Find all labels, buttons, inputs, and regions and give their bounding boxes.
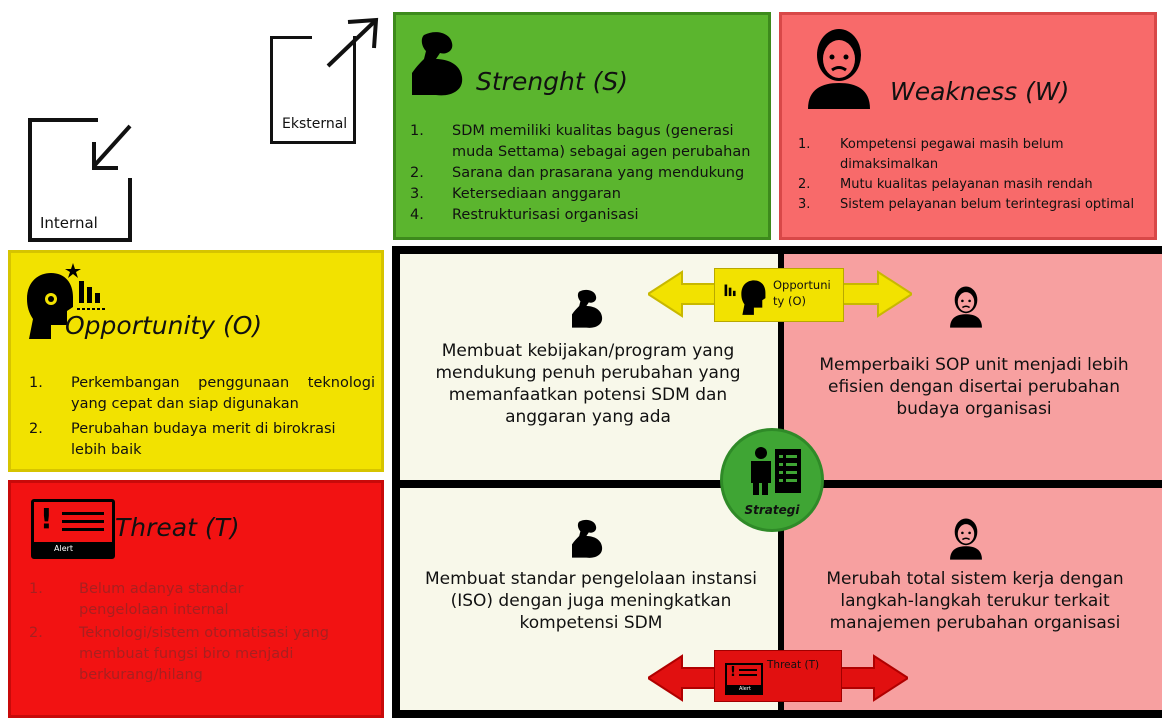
arrow-up-right-icon bbox=[326, 17, 379, 68]
strength-title: Strenght (S) bbox=[476, 67, 629, 96]
threat-title: Threat (T) bbox=[115, 513, 240, 542]
list-item: 2.Perubahan budaya merit di birokrasi le… bbox=[29, 421, 336, 458]
opportunity-arrow-label-box: Opportunity (O) bbox=[714, 268, 844, 322]
opportunity-box: Opportunity (O) 1.Perkembangan penggunaa… bbox=[8, 250, 384, 472]
wt-strategy-text: Merubah total sistem kerja dengan langka… bbox=[826, 569, 1124, 633]
arrow-down-left-icon bbox=[92, 124, 132, 170]
presenter-board-icon bbox=[751, 447, 801, 495]
threat-arrow-label-box: ! Alert Threat (T) bbox=[714, 650, 842, 702]
opportunity-title: Opportunity (O) bbox=[65, 311, 263, 340]
threat-list: 1.Belum adanya standar pengelolaan inter… bbox=[29, 579, 329, 686]
opportunity-arrow-label: Opportunity (O) bbox=[773, 278, 831, 308]
alert-window-icon: ! Alert bbox=[725, 663, 763, 695]
weakness-box: Weakness (W) 1.Kompetensi pegawai masih … bbox=[779, 12, 1157, 240]
alert-label: Alert bbox=[34, 542, 112, 556]
strategy-label: Strategi bbox=[744, 503, 800, 517]
stressed-person-icon bbox=[950, 286, 982, 328]
list-item: 1.Kompetensi pegawai masih belum dimaksi… bbox=[798, 137, 1064, 172]
list-item: 3.Ketersediaan anggaran bbox=[410, 186, 621, 202]
so-strategy-text: Membuat kebijakan/program yang mendukung… bbox=[435, 341, 741, 427]
list-item: 1.Perkembangan penggunaan teknologi yang… bbox=[29, 375, 375, 412]
list-item: 3.Sistem pelayanan belum terintegrasi op… bbox=[798, 197, 1135, 212]
head-with-chart-icon bbox=[27, 263, 107, 339]
opportunity-list: 1.Perkembangan penggunaan teknologi yang… bbox=[29, 373, 375, 461]
strategy-circle: Strategi bbox=[720, 428, 824, 532]
stressed-person-icon bbox=[950, 518, 982, 560]
list-item: 1.Belum adanya standar pengelolaan inter… bbox=[29, 581, 244, 618]
threat-box: ! Alert Threat (T) 1.Belum adanya standa… bbox=[8, 480, 384, 718]
head-with-chart-icon bbox=[724, 280, 766, 315]
flexed-arm-icon bbox=[572, 289, 603, 328]
external-indicator: Eksternal bbox=[270, 17, 379, 148]
internal-label: Internal bbox=[40, 214, 98, 232]
alert-window-icon: ! Alert bbox=[31, 499, 115, 559]
strategy-matrix: Membuat kebijakan/program yang mendukung… bbox=[392, 246, 1162, 718]
flexed-arm-icon bbox=[412, 32, 463, 96]
wo-strategy-text: Memperbaiki SOP unit menjadi lebih efisi… bbox=[819, 355, 1129, 419]
strength-box: Strenght (S) 1.SDM memiliki kualitas bag… bbox=[393, 12, 771, 240]
list-item: 4.Restrukturisasi organisasi bbox=[410, 207, 639, 223]
external-label: Eksternal bbox=[280, 116, 350, 132]
weakness-title: Weakness (W) bbox=[890, 77, 1070, 106]
list-item: 1.SDM memiliki kualitas bagus (generasi … bbox=[410, 123, 751, 160]
list-item: 2.Sarana dan prasarana yang mendukung bbox=[410, 165, 745, 181]
flexed-arm-icon bbox=[572, 519, 603, 558]
list-item: 2.Teknologi/sistem otomatisasi yang memb… bbox=[29, 625, 329, 683]
list-item: 2.Mutu kualitas pelayanan masih rendah bbox=[798, 177, 1093, 192]
stressed-person-icon bbox=[808, 29, 870, 109]
weakness-list: 1.Kompetensi pegawai masih belum dimaksi… bbox=[798, 135, 1146, 215]
strength-list: 1.SDM memiliki kualitas bagus (generasi … bbox=[410, 121, 758, 226]
alert-label: Alert bbox=[727, 685, 761, 693]
threat-arrow-label: Threat (T) bbox=[767, 659, 820, 671]
st-strategy-text: Membuat standar pengelolaan instansi (IS… bbox=[425, 569, 757, 633]
external-frame bbox=[270, 36, 356, 144]
internal-indicator: Internal bbox=[28, 118, 138, 246]
